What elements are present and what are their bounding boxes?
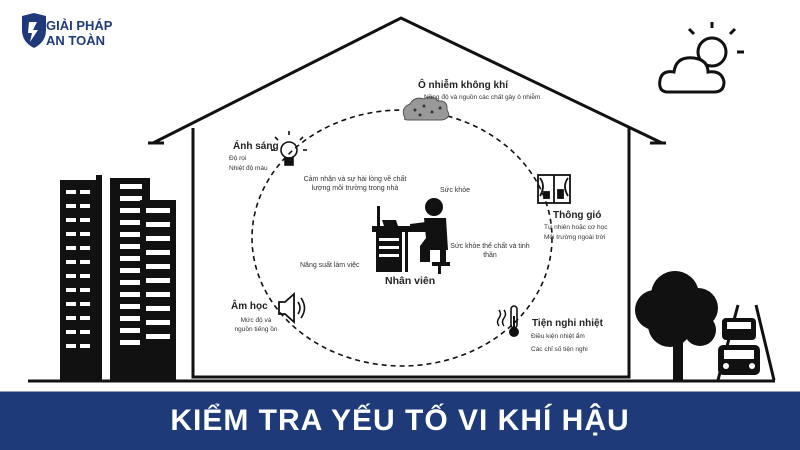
factors-cycle-ellipse <box>251 109 553 367</box>
factor-ventilation-desc-2: Môi trường ngoài trời <box>544 234 606 241</box>
factor-acoustics-title: Âm học <box>231 301 268 312</box>
factor-lighting-desc-1: Độ rọi <box>229 155 247 162</box>
inner-health-label: Sức khỏe <box>440 187 470 194</box>
brand-line-2: AN TOÀN <box>46 33 105 48</box>
house-outline <box>28 16 775 383</box>
factor-ventilation-desc-1: Tự nhiên hoặc cơ học <box>544 224 608 231</box>
employee-desk-icon <box>372 198 450 274</box>
brand-line-1: GIẢI PHÁP <box>46 18 113 33</box>
buildings-illustration <box>60 175 176 380</box>
weather-cloud-sun-icon <box>658 22 744 94</box>
speaker-icon <box>278 291 306 325</box>
lightbulb-icon <box>271 131 307 166</box>
factor-thermal-comfort-title: Tiện nghi nhiệt <box>532 318 603 329</box>
factor-air-pollution-title: Ô nhiễm không khí <box>418 80 509 91</box>
factor-acoustics-desc-1: Mức độ và <box>240 317 272 324</box>
banner-title: KIỂM TRA YẾU TỐ VI KHÍ HẬU <box>170 404 630 437</box>
shield-logo-icon <box>22 13 46 48</box>
inner-productivity-label: Năng suất làm việc <box>300 262 360 269</box>
factor-acoustics-desc-2: nguồn tiếng ồn <box>234 326 278 333</box>
window-ventilation-icon <box>537 174 571 204</box>
tree-illustration <box>635 271 718 380</box>
thermometer-icon <box>496 305 519 337</box>
road-cars-illustration <box>716 304 776 381</box>
factor-thermal-comfort-desc-1: Điều kiện nhiệt ẩm <box>531 333 585 340</box>
factor-ventilation-title: Thông gió <box>553 210 602 221</box>
factor-lighting-title: Ánh sáng <box>233 141 279 152</box>
factor-thermal-comfort-desc-2: Các chỉ số tiện nghi <box>531 346 588 353</box>
center-employee-label: Nhân viên <box>385 275 436 287</box>
brand-logo-text: GIẢI PHÁP AN TOÀN <box>46 18 112 48</box>
inner-perception-label: Cảm nhận và sự hài lòng về chất lượng mô… <box>303 176 407 192</box>
factor-air-pollution-desc: Nồng độ và nguồn các chất gây ô nhiễm <box>424 94 541 101</box>
title-banner: KIỂM TRA YẾU TỐ VI KHÍ HẬU <box>0 392 800 450</box>
pollution-cloud-icon <box>402 96 450 121</box>
inner-physical-mental-label: Sức khỏe thể chất và tinh thần <box>450 243 530 259</box>
factor-lighting-desc-2: Nhiệt độ màu <box>229 165 268 172</box>
